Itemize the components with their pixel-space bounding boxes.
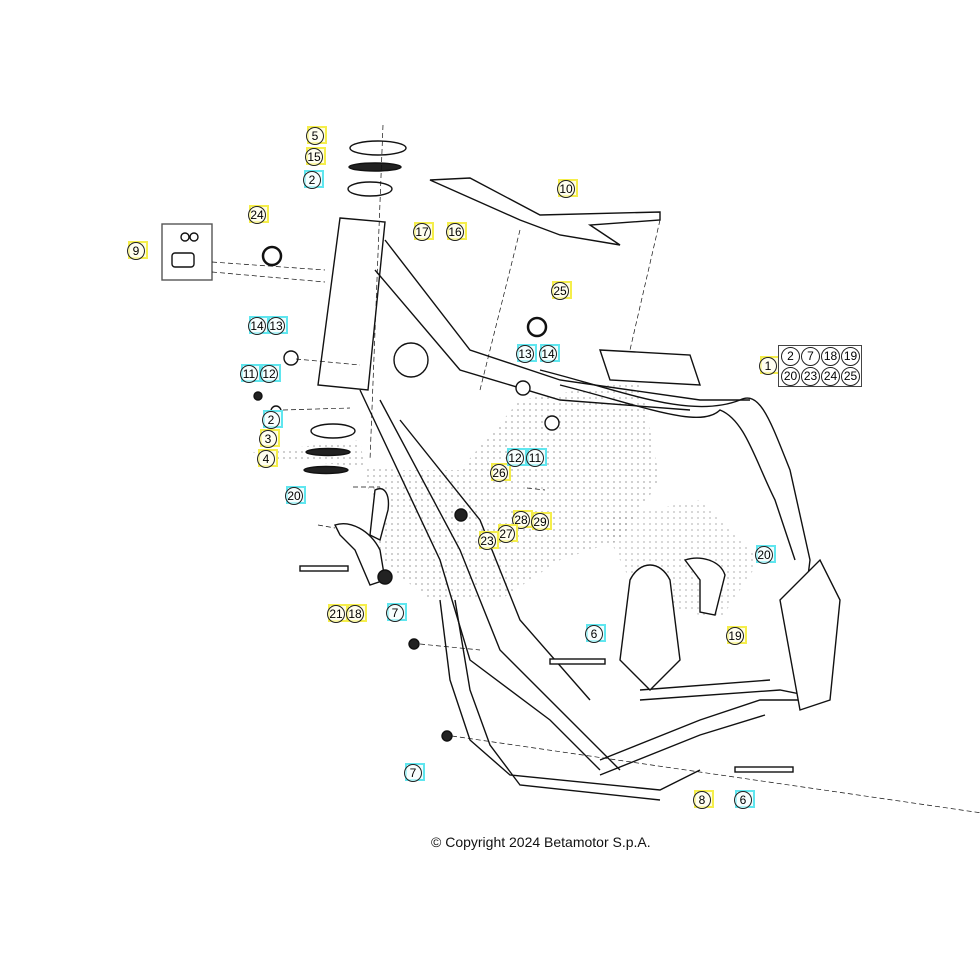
callout-7[interactable]: 7 <box>401 763 427 783</box>
callout-number: 2 <box>303 171 321 189</box>
callout-number: 21 <box>327 605 345 623</box>
kit-item-23[interactable]: 23 <box>801 367 820 386</box>
callout-number: 24 <box>248 206 266 224</box>
callout-number: 15 <box>305 148 323 166</box>
callout-7[interactable]: 7 <box>383 603 409 623</box>
copyright-text: © Copyright 2024 Betamotor S.p.A. <box>431 834 651 850</box>
callout-11[interactable]: 11 <box>237 364 263 384</box>
callout-number: 10 <box>557 180 575 198</box>
callout-14[interactable]: 14 <box>536 344 562 364</box>
kit-item-20[interactable]: 20 <box>781 367 800 386</box>
callout-number: 2 <box>262 411 280 429</box>
kit-item-24[interactable]: 24 <box>821 367 840 386</box>
callout-5[interactable]: 5 <box>303 126 329 146</box>
callout-20[interactable]: 20 <box>752 545 778 565</box>
callout-number: 18 <box>346 605 364 623</box>
callout-12[interactable]: 12 <box>257 364 283 384</box>
callout-number: 5 <box>306 127 324 145</box>
callout-number: 1 <box>759 357 777 375</box>
callout-18[interactable]: 18 <box>343 604 369 624</box>
callout-6[interactable]: 6 <box>582 624 608 644</box>
callout-10[interactable]: 10 <box>554 179 580 199</box>
callout-number: 7 <box>386 604 404 622</box>
callout-number: 13 <box>516 345 534 363</box>
callout-13[interactable]: 13 <box>513 344 539 364</box>
callout-number: 4 <box>257 450 275 468</box>
callout-3[interactable]: 3 <box>256 429 282 449</box>
callout-number: 20 <box>285 487 303 505</box>
leader-lines <box>211 124 980 814</box>
callout-13[interactable]: 13 <box>264 316 290 336</box>
callout-20[interactable]: 20 <box>282 486 308 506</box>
callout-9[interactable]: 9 <box>124 241 150 261</box>
frame-lines <box>161 140 841 801</box>
callout-number: 9 <box>127 242 145 260</box>
callout-8[interactable]: 8 <box>690 790 716 810</box>
callout-26[interactable]: 26 <box>487 463 513 483</box>
callout-number: 12 <box>506 449 524 467</box>
callout-21[interactable]: 21 <box>324 604 350 624</box>
kit-item-25[interactable]: 25 <box>841 367 860 386</box>
callout-24[interactable]: 24 <box>245 205 271 225</box>
callout-16[interactable]: 16 <box>443 222 469 242</box>
callout-number: 19 <box>726 627 744 645</box>
callout-number: 7 <box>404 764 422 782</box>
callout-number: 6 <box>585 625 603 643</box>
callout-2[interactable]: 2 <box>259 410 285 430</box>
callout-number: 11 <box>240 365 258 383</box>
kit-item-18[interactable]: 18 <box>821 347 840 366</box>
callout-number: 29 <box>531 513 549 531</box>
callout-number: 14 <box>539 345 557 363</box>
callout-number: 23 <box>478 532 496 550</box>
kit-item-2[interactable]: 2 <box>781 347 800 366</box>
callout-number: 8 <box>693 791 711 809</box>
callout-25[interactable]: 25 <box>548 281 574 301</box>
callout-11[interactable]: 11 <box>523 448 549 468</box>
callout-number: 28 <box>512 511 530 529</box>
callout-number: 25 <box>551 282 569 300</box>
callout-number: 3 <box>259 430 277 448</box>
callout-17[interactable]: 17 <box>410 222 436 242</box>
callout-15[interactable]: 15 <box>302 147 328 167</box>
callout-number: 12 <box>260 365 278 383</box>
callout-number: 6 <box>734 791 752 809</box>
callout-number: 13 <box>267 317 285 335</box>
callout-number: 20 <box>755 546 773 564</box>
callout-12[interactable]: 12 <box>503 448 529 468</box>
callout-4[interactable]: 4 <box>254 449 280 469</box>
callout-number: 14 <box>248 317 266 335</box>
callout-number: 26 <box>490 464 508 482</box>
callout-19[interactable]: 19 <box>723 626 749 646</box>
callout-number: 11 <box>526 449 544 467</box>
callout-23[interactable]: 23 <box>475 531 501 551</box>
callout-number: 17 <box>413 223 431 241</box>
kit-item-7[interactable]: 7 <box>801 347 820 366</box>
callout-29[interactable]: 29 <box>528 512 554 532</box>
kit-item-19[interactable]: 19 <box>841 347 860 366</box>
callout-2[interactable]: 2 <box>300 170 326 190</box>
callout-number: 16 <box>446 223 464 241</box>
callout-6[interactable]: 6 <box>731 790 757 810</box>
